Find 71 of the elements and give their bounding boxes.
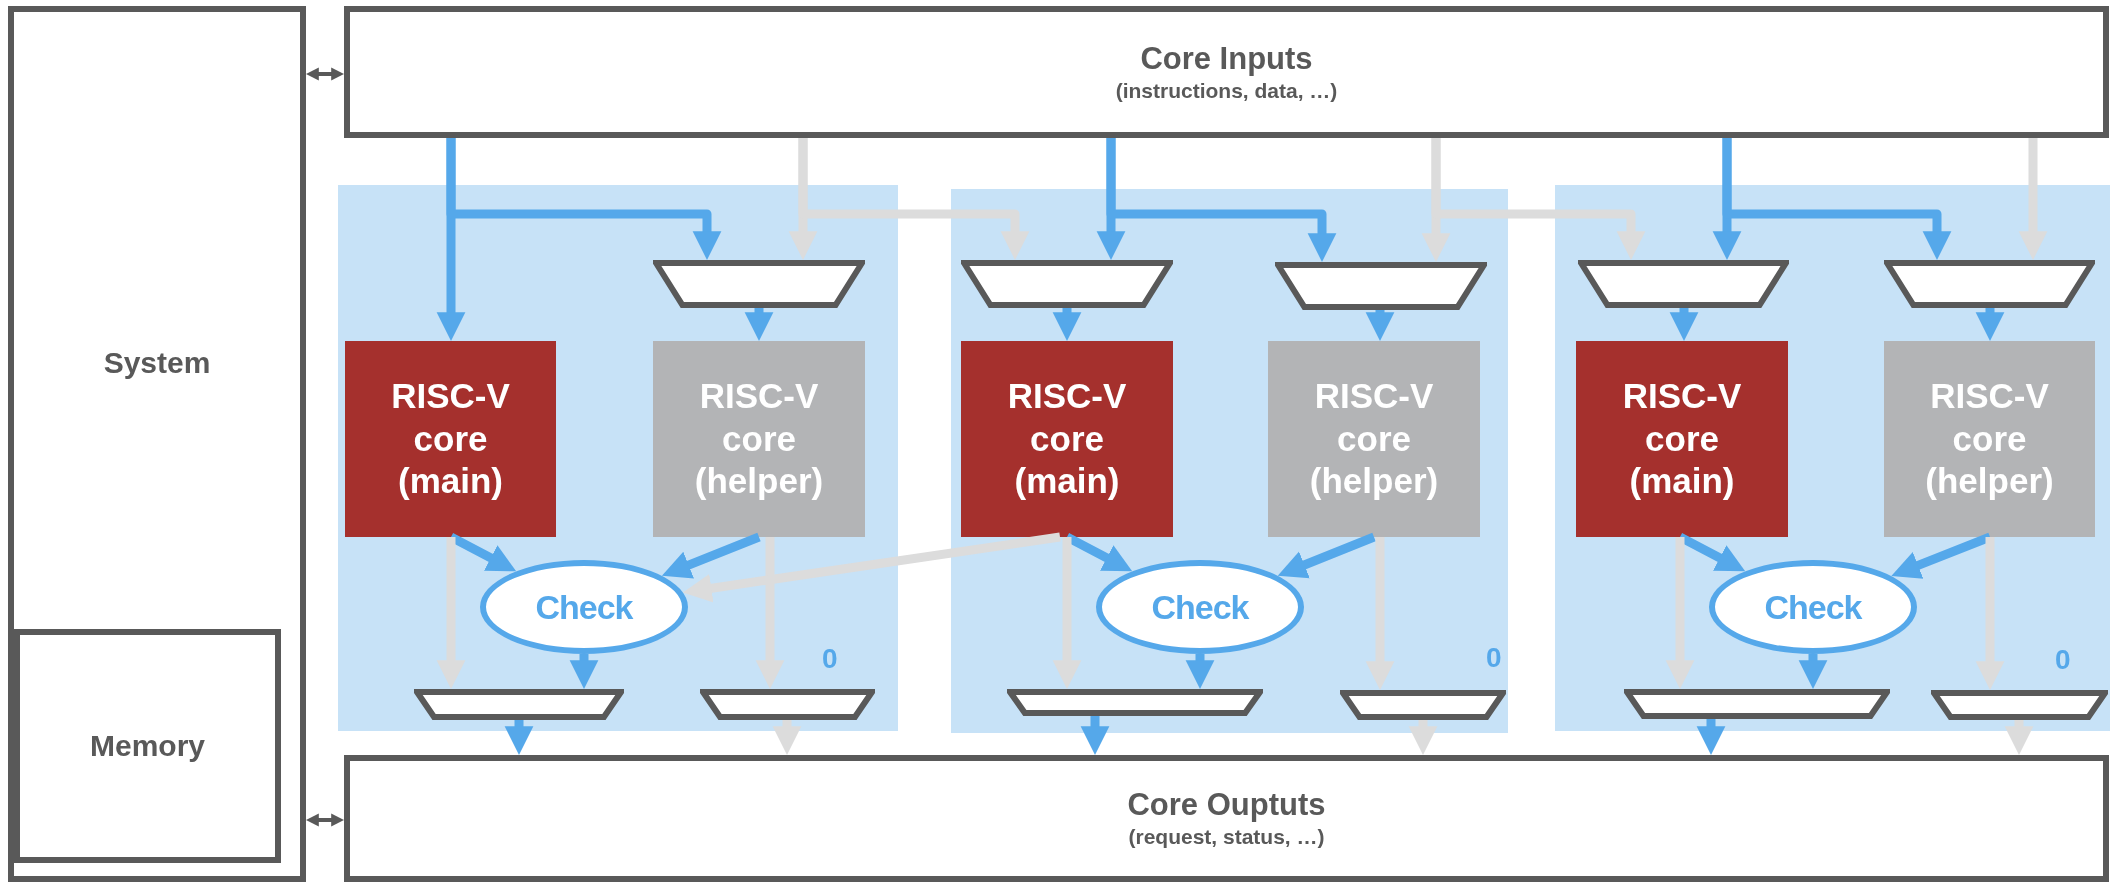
bus-box [344,755,2109,882]
arrow [436,537,466,689]
check-label: Check [1151,587,1249,627]
helper-core-box [1884,341,2095,537]
arrow [1975,537,2005,690]
arrow [744,308,774,341]
bus-title: Core Ouptuts [1127,786,1326,824]
helper-core-box [653,341,865,537]
arrow [504,720,534,755]
arrow [1106,138,1337,262]
helper-core-box [1268,341,1480,537]
core-label: RISC-V core (main) [390,374,511,503]
arrow [569,654,599,689]
arrow [2004,720,2034,755]
bus-box [344,6,2109,138]
constant-label: 0 [2055,646,2071,674]
mux-trapezoid [414,689,624,720]
arrow [1975,308,2005,341]
arrow [1696,719,1726,755]
mux-trapezoid [1007,689,1263,716]
arrow [1431,138,1646,260]
arrow [772,720,802,755]
mux-trapezoid [1624,689,1890,719]
check-label: Check [535,587,633,627]
arrow [1052,537,1082,689]
arrow [1052,308,1082,341]
main-core-box [345,341,556,537]
arrow [446,138,722,260]
main-core-box [961,341,1173,537]
arrow [1080,716,1110,755]
mux-trapezoid [1578,260,1789,308]
bus-subtitle: (request, status, …) [1128,824,1325,851]
arrow [1185,654,1215,689]
check-label: Check [1764,587,1862,627]
arrow [1669,308,1699,341]
core-label: RISC-V core (helper) [1924,374,2055,503]
arrow [1276,532,1376,580]
core-label: RISC-V core (helper) [693,374,825,503]
lane-panel [1555,185,2110,731]
arrow [682,532,1061,603]
core-label: RISC-V core (main) [1006,374,1128,503]
system-box [8,6,306,882]
mux-trapezoid [1884,260,2095,308]
arrow [1889,532,1992,581]
memory-box [14,629,281,863]
core-label: RISC-V core (main) [1621,374,1743,503]
main-core-box [1576,341,1788,537]
arrow [1365,537,1395,690]
lane-panel [338,185,898,731]
constant-label: 0 [1486,644,1502,672]
arrow [755,537,785,689]
system-label: System [102,346,212,380]
mux-trapezoid [961,260,1173,308]
arrow [1722,138,1952,260]
arrow [1665,537,1695,689]
core-label: RISC-V core (helper) [1308,374,1440,503]
mux-trapezoid [653,260,865,308]
bus-title: Core Inputs [1140,39,1313,77]
arrow [660,532,761,580]
arrow [1798,654,1828,689]
lane-panel [951,189,1508,733]
arrow [1365,310,1395,341]
double-arrow [306,67,344,81]
arrow [2018,138,2048,260]
memory-label: Memory [89,729,205,763]
arrow [1408,720,1438,755]
constant-label: 0 [822,645,838,673]
arrow [798,138,1030,260]
mux-trapezoid [1275,262,1487,310]
bus-subtitle: (instructions, data, …) [1115,77,1338,104]
double-arrow [306,813,344,827]
